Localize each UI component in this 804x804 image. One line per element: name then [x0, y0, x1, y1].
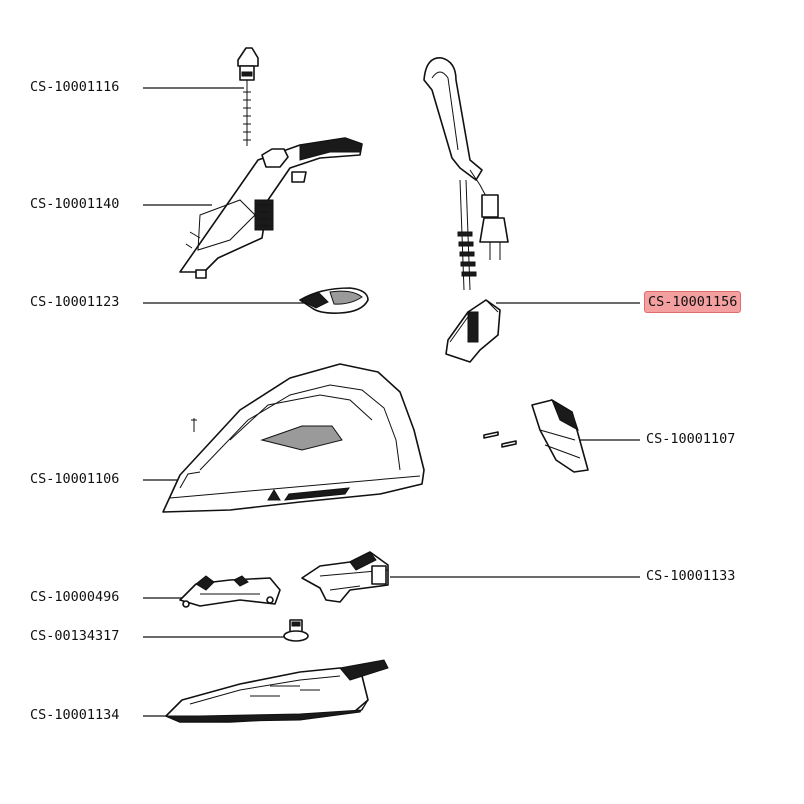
label-cs-10001107[interactable]: CS-10001107	[646, 431, 736, 447]
label-cs-10001123[interactable]: CS-10001123	[30, 294, 120, 310]
part-valve-pin[interactable]	[237, 47, 259, 146]
label-cs-10001106[interactable]: CS-10001106	[30, 471, 120, 487]
label-cs-10001156[interactable]: CS-10001156	[644, 291, 742, 313]
part-rear-cover[interactable]	[483, 398, 589, 473]
label-cs-10001133[interactable]: CS-10001133	[646, 568, 736, 584]
part-button-cap[interactable]	[298, 287, 369, 314]
label-cs-10001134[interactable]: CS-10001134	[30, 707, 120, 723]
part-small-pin[interactable]	[283, 619, 309, 642]
part-connector-block[interactable]	[301, 551, 389, 603]
label-cs-10000496[interactable]: CS-10000496	[30, 589, 120, 605]
label-cs-00134317[interactable]: CS-00134317	[30, 628, 120, 644]
part-soleplate[interactable]	[165, 659, 389, 723]
part-power-cord[interactable]	[423, 57, 509, 363]
part-iron-body[interactable]	[162, 363, 425, 513]
part-handle-cover[interactable]	[179, 137, 363, 279]
part-bracket[interactable]	[179, 575, 281, 608]
label-cs-10001116[interactable]: CS-10001116	[30, 79, 120, 95]
label-cs-10001140[interactable]: CS-10001140	[30, 196, 120, 212]
